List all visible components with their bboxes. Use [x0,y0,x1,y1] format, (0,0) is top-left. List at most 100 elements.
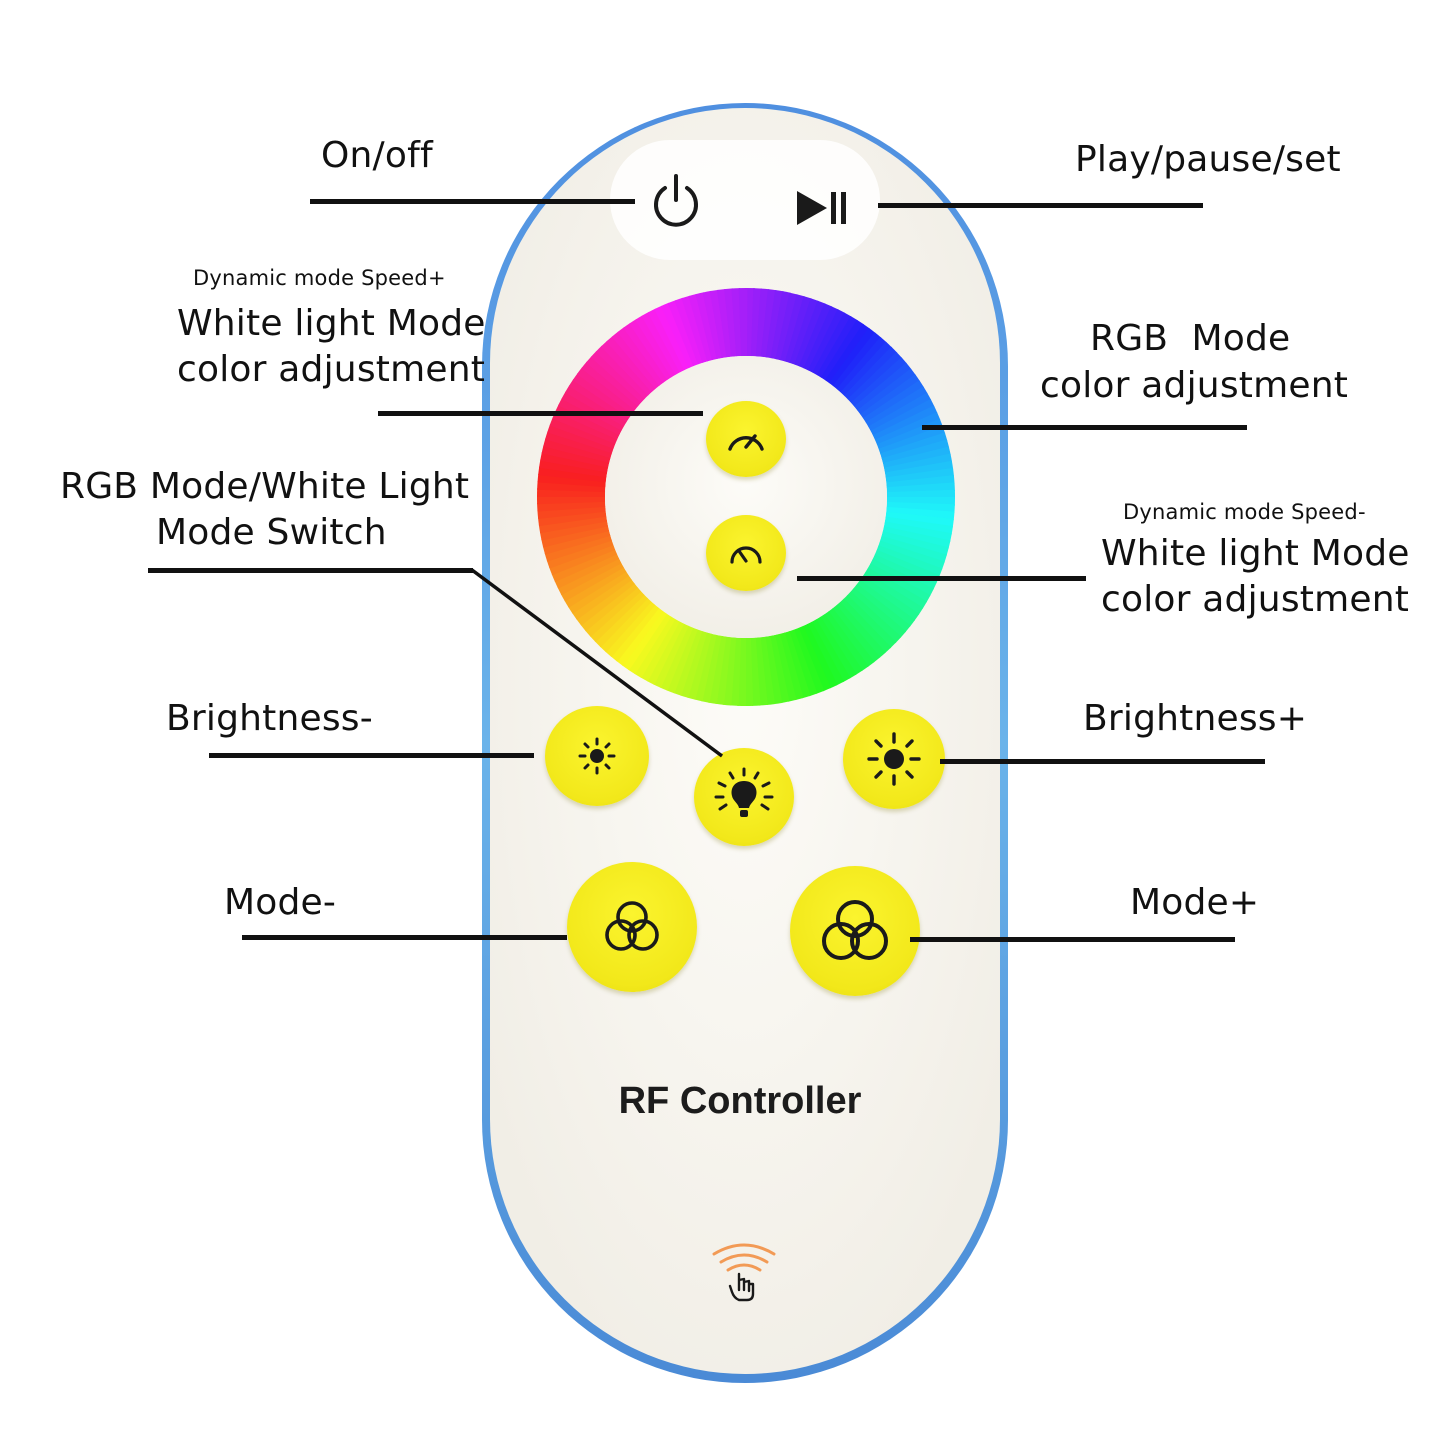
mode-switch-button[interactable] [694,748,794,846]
speed-down-button[interactable] [706,515,786,591]
wheel-segment [688,293,713,362]
wheel-segment [537,473,606,488]
wheel-segment [581,361,639,411]
wheel-segment [738,287,748,357]
wheel-segment [585,356,642,407]
wheel-segment [537,510,607,527]
wheel-segment [862,571,924,616]
wheel-segment [769,634,790,704]
wheel-segment [811,619,851,683]
power-button[interactable] [646,170,706,230]
wheel-segment [835,601,886,659]
wheel-segment [857,368,916,415]
wheel-segment [565,385,627,427]
wheel-segment [828,327,876,387]
wheel-segment [595,345,649,400]
wheel-segment [611,331,660,389]
wheel-segment [884,516,953,535]
wheel-segment [876,545,943,577]
wheel-segment [820,319,865,381]
wheel-segment [802,623,838,689]
leader-on-off [310,199,635,204]
label-rgb-mode-line2: color adjustment [1040,365,1349,406]
wheel-segment [797,625,832,692]
wheel-segment [853,583,911,633]
wheel-segment [886,489,955,499]
wheel-segment [539,459,608,478]
wheel-segment [856,579,916,627]
wheel-segment [538,515,608,534]
speed-up-button[interactable] [706,401,786,477]
label-brightness-minus: Brightness- [166,698,373,739]
wheel-segment [824,323,871,384]
play-pause-button[interactable] [793,185,853,231]
touch-wave-icon [704,1240,784,1306]
wheel-segment [558,397,622,436]
wheel-segment [759,636,776,706]
wheel-center [605,356,887,638]
leader-brightness-plus [940,759,1265,764]
wheel-segment [542,530,611,555]
wheel-segment [760,289,777,358]
wheel-segment [541,445,610,468]
wheel-segment [674,297,704,365]
wheel-segment [881,439,950,464]
wheel-segment [552,410,618,445]
sun-small-icon [578,737,616,775]
wheel-segment [885,467,955,484]
wheel-segment [859,575,920,622]
wheel-segment [816,316,858,378]
label-speed-minus: Dynamic mode Speed- [1123,500,1366,524]
wheel-segment [544,534,612,562]
brightness-down-button[interactable] [545,706,649,806]
wheel-segment [750,288,763,357]
wheel-segment [840,341,893,397]
wheel-segment [654,305,690,371]
wheel-segment [590,350,646,403]
label-play-pause: Play/pause/set [1075,139,1341,180]
wheel-segment [865,386,928,428]
wheel-segment [850,357,908,408]
three-circles-icon [822,900,888,960]
wheel-segment [854,362,912,411]
wheel-segment [549,544,616,576]
wheel-segment [788,629,818,697]
label-white-mode-2-line1: White light Mode [1101,533,1410,574]
wheel-segment [716,288,733,358]
wheel-segment [629,318,673,381]
label-mode-minus: Mode- [224,882,337,923]
wheel-segment [815,616,857,679]
wheel-segment [541,525,610,548]
wheel-segment [793,627,825,694]
wheel-segment [779,632,804,701]
brand-label: RF Controller [618,1080,862,1122]
wheel-segment [850,587,907,638]
leader-mode-plus [910,937,1235,942]
wheel-segment [878,540,945,570]
label-rgb-mode-line1: RGB Mode [1090,318,1291,359]
label-on-off: On/off [321,135,433,176]
wheel-segment [617,327,664,386]
speedometer-down-icon [730,546,762,564]
label-white-mode-2-line2: color adjustment [1101,579,1410,620]
wheel-segment [798,303,833,369]
wheel-segment [860,374,921,419]
wheel-segment [843,594,897,649]
mode-up-button[interactable] [790,866,920,996]
leader-rgb-mode [922,425,1247,430]
wheel-segment [681,295,709,363]
lightbulb-icon [714,767,774,817]
leader-switch [148,568,473,573]
wheel-segment [882,526,951,549]
wheel-segment [538,466,607,483]
wheel-segment [885,511,954,528]
wheel-segment [667,300,699,367]
wheel-segment [641,311,681,375]
wheel-segment [783,631,811,699]
wheel-segment [872,554,937,590]
brightness-up-button[interactable] [843,709,945,809]
wheel-segment [722,637,737,706]
mode-down-button[interactable] [567,862,697,992]
wheel-segment [537,480,606,493]
